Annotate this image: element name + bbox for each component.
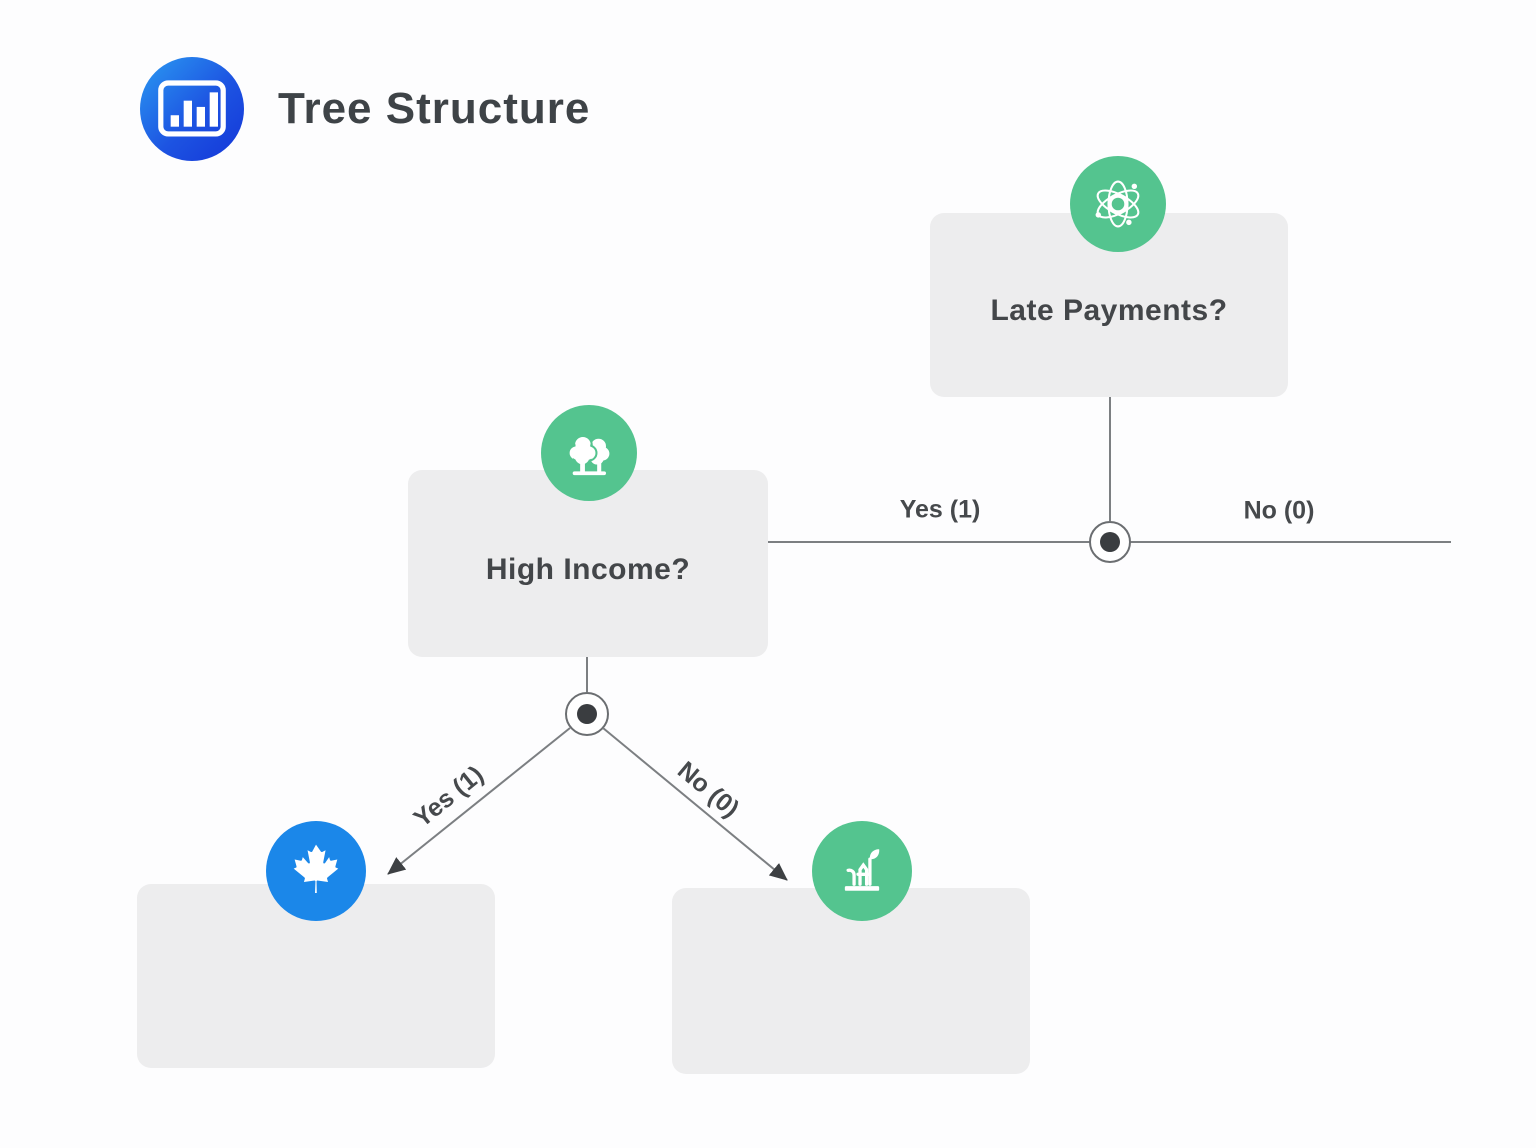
node-late-payments-label: Late Payments? [990,294,1228,327]
node-high-income-label: High Income? [485,552,691,586]
plant-icon [812,821,912,921]
atom-icon [1070,156,1166,252]
trees-icon [541,405,637,501]
page-title: Tree Structure [278,84,591,133]
node-high-income[interactable]: High Income? [408,470,768,657]
edge-label-income-no: No (0) [672,756,745,824]
maple-leaf-icon [266,821,366,921]
edge-label-root-no: No (0) [1243,496,1315,525]
edge-income-no-arrow [602,727,788,881]
junction-root[interactable] [1089,521,1131,563]
edge-income-yes-arrow [387,727,571,875]
edge-label-root-yes: Yes (1) [899,495,981,524]
junction-income[interactable] [565,692,609,736]
bar-chart-icon [140,57,244,161]
edge-label-income-yes: Yes (1) [408,760,489,833]
